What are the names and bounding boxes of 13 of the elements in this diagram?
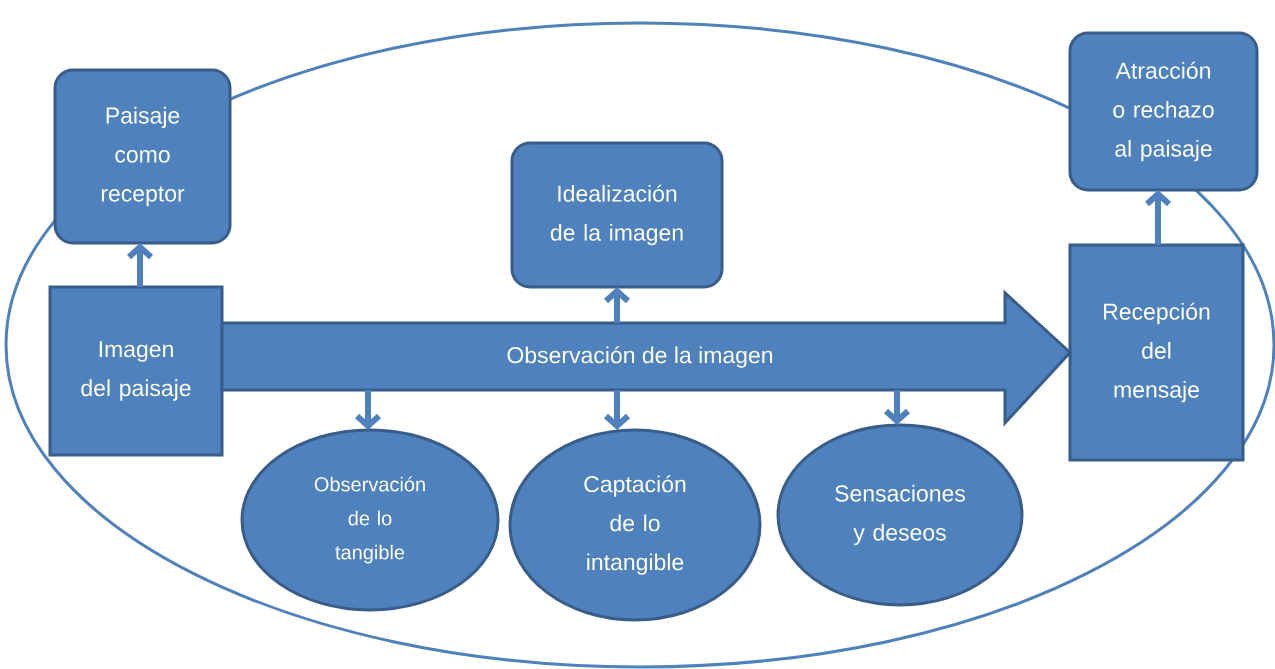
edge-label: Observación de la imagen [507, 346, 773, 368]
arrow [127, 243, 154, 287]
block-arrow [220, 289, 1073, 427]
rounded-box: Paisaje como receptor [53, 68, 232, 245]
rounded-box: Atracción o rechazo al paisaje [1068, 31, 1259, 192]
square-box: Recepción del mensaje [1068, 243, 1245, 462]
arrow [1145, 190, 1171, 245]
oval: Captación de lo intangible [508, 428, 762, 622]
square-box: Imagen del paisaje [48, 285, 224, 457]
oval: Sensaciones y deseos [776, 423, 1024, 607]
oval: Observación de lo tangible [240, 428, 500, 612]
arrow [604, 287, 631, 323]
rounded-box: Idealización de la imagen [510, 141, 724, 289]
